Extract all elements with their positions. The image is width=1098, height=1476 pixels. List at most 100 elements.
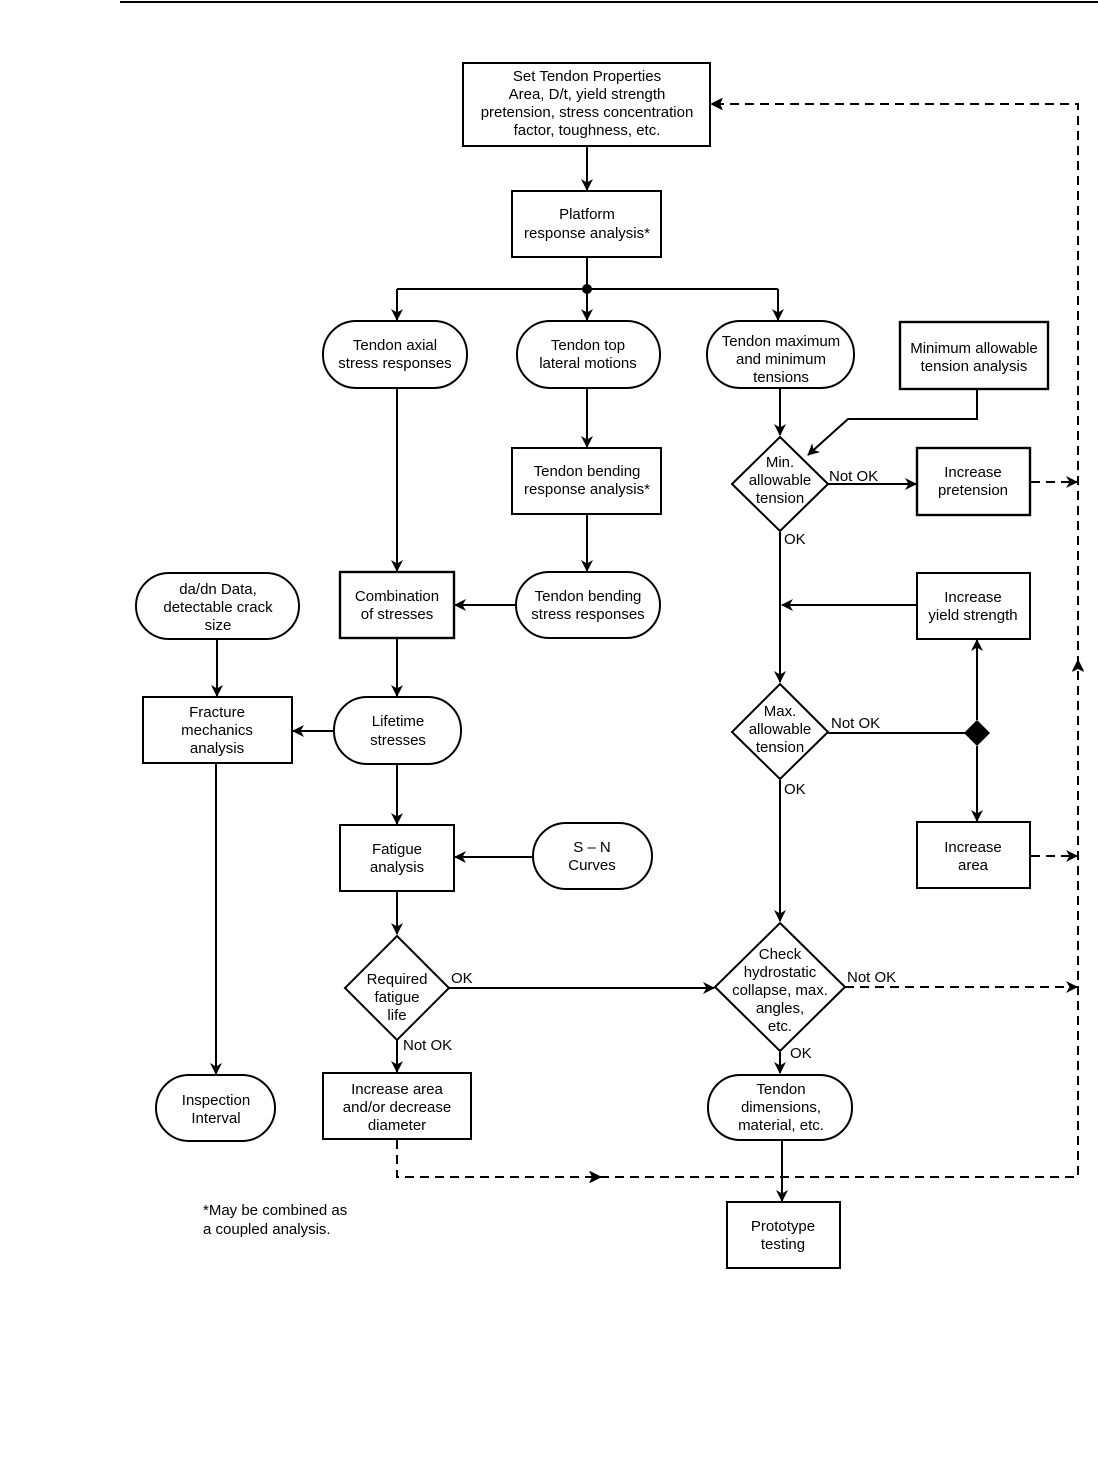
node-text: detectable crack	[163, 599, 273, 616]
node-text: Fracture	[189, 704, 245, 721]
arrowhead-bottom-loop	[589, 1171, 601, 1183]
node-text: Tendon top	[551, 337, 625, 354]
node-text: Fatigue	[372, 841, 422, 858]
footnote-line: a coupled analysis.	[203, 1221, 331, 1238]
node-platform-response[interactable]: Platform response analysis*	[511, 190, 662, 258]
node-text: Area, D/t, yield strength	[509, 86, 666, 103]
node-text: and minimum	[736, 351, 826, 368]
node-text: Combination	[355, 588, 439, 605]
node-text: factor, toughness, etc.	[514, 122, 661, 139]
node-text: Increase area	[351, 1081, 443, 1098]
node-text: Max.	[764, 703, 797, 720]
node-text: Lifetime	[372, 713, 425, 730]
node-text: response analysis*	[524, 225, 650, 242]
node-text: tensions	[753, 369, 809, 386]
node-text: Tendon axial	[353, 337, 437, 354]
node-text: life	[387, 1007, 406, 1024]
node-text: Increase	[944, 839, 1002, 856]
node-text: etc.	[768, 1018, 792, 1035]
node-text: diameter	[368, 1117, 426, 1134]
node-text: allowable	[749, 721, 812, 738]
node-text: Inspection	[182, 1092, 250, 1109]
node-text: Tendon	[756, 1081, 805, 1098]
arrowhead-top-loop	[711, 98, 723, 110]
node-text: tension	[756, 739, 804, 756]
edge-label-fatigue-not-ok: Not OK	[403, 1037, 452, 1054]
node-text: Prototype	[751, 1218, 815, 1235]
node-text: allowable	[749, 472, 812, 489]
node-text: Increase	[944, 464, 1002, 481]
node-text: Platform	[559, 206, 615, 223]
node-text: Tendon maximum	[722, 333, 840, 350]
node-text: Min.	[766, 454, 794, 471]
node-text: hydrostatic	[744, 964, 817, 981]
arrowhead-up-loop	[1072, 660, 1084, 672]
node-text: stress responses	[338, 355, 451, 372]
node-text: analysis	[190, 740, 244, 757]
edges	[210, 98, 1084, 1202]
branch-diamond	[964, 720, 990, 746]
node-text: Required	[367, 971, 428, 988]
node-lifetime-stresses[interactable]: Lifetime stresses	[333, 696, 462, 765]
node-text: mechanics	[181, 722, 253, 739]
node-text: response analysis*	[524, 481, 650, 498]
node-text: material, etc.	[738, 1117, 824, 1134]
edge-label-hydro-not-ok: Not OK	[847, 969, 896, 986]
node-text: area	[958, 857, 989, 874]
node-text: Curves	[568, 857, 616, 874]
node-text: Set Tendon Properties	[513, 68, 661, 85]
node-text: fatigue	[374, 989, 419, 1006]
node-text: stresses	[370, 732, 426, 749]
node-text: size	[205, 617, 232, 634]
node-text: angles,	[756, 1000, 804, 1017]
edge-loop-back-to-set-props	[396, 103, 1079, 1178]
footnote: *May be combined as a coupled analysis.	[203, 1202, 347, 1238]
footnote-line: *May be combined as	[203, 1202, 347, 1219]
edge-min-analysis-to-min-decision	[807, 389, 978, 456]
node-text: pretension	[938, 482, 1008, 499]
node-text: of stresses	[361, 606, 434, 623]
node-text: Interval	[191, 1110, 240, 1127]
edge-label-min-not-ok: Not OK	[829, 468, 878, 485]
